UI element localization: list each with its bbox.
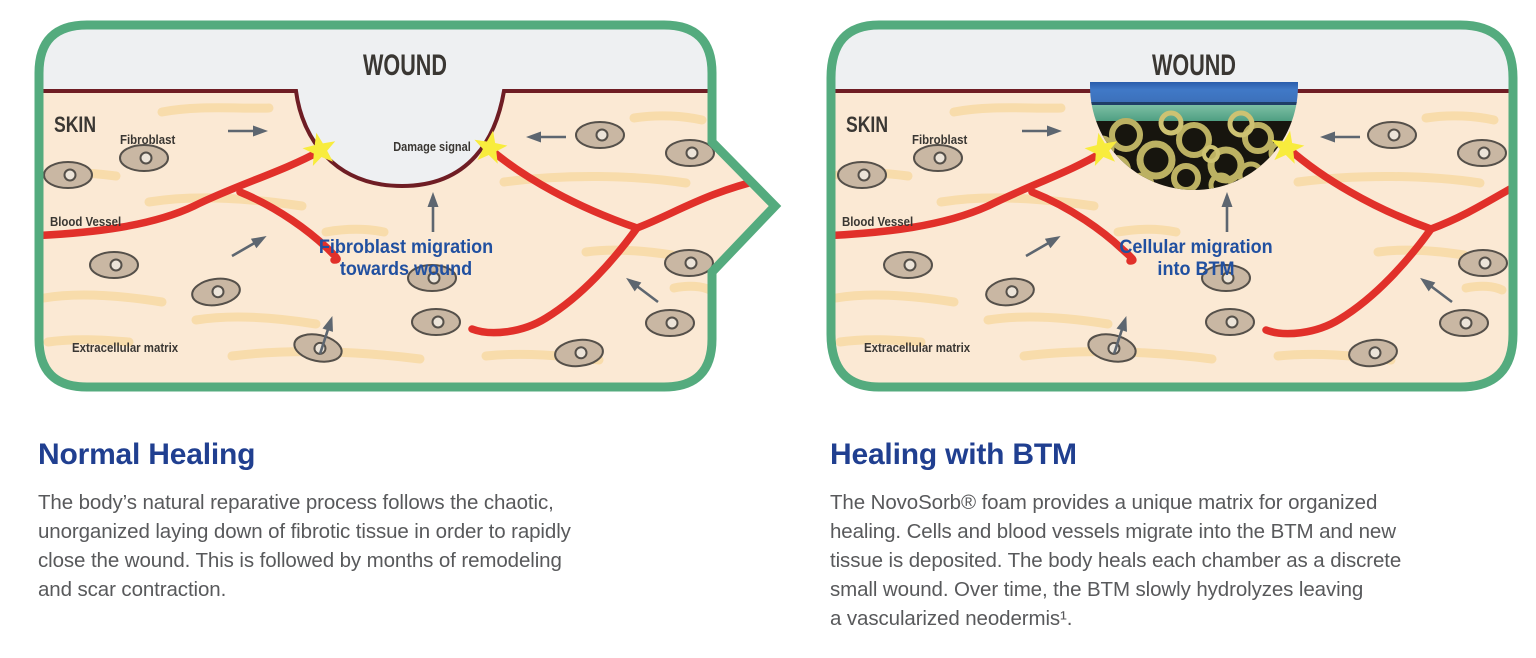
normal-healing-section: Normal Healing The body’s natural repara… [38, 438, 698, 604]
migration-annotation-line1: Cellular migration [1119, 236, 1272, 258]
btm-sealing-membrane [1090, 82, 1298, 104]
fibroblast-label: Fibroblast [120, 132, 175, 147]
panel-border [826, 20, 1518, 392]
normal-healing-body: The body’s natural reparative process fo… [38, 490, 571, 601]
migration-annotation-line2: towards wound [340, 258, 472, 280]
skin-cross-section [831, 25, 1513, 387]
skin-label: SKIN [54, 113, 96, 137]
blood-vessel-label: Blood Vessel [50, 214, 121, 229]
healing-with-btm-diagram: WOUND SKIN Fibroblast Blood Vessel Extra… [826, 20, 1518, 392]
healing-with-btm-section: Healing with BTM The NovoSorb® foam prov… [830, 438, 1510, 633]
skin-label: SKIN [846, 113, 888, 137]
damage-signal-label: Damage signal [393, 140, 471, 154]
matrix-fibers [831, 103, 1507, 365]
normal-healing-heading: Normal Healing [38, 438, 256, 471]
btm-bonding-layer [1090, 105, 1298, 121]
extracellular-matrix-label: Extracellular matrix [72, 340, 178, 355]
healing-with-btm-heading: Healing with BTM [830, 438, 1077, 471]
blood-vessels [831, 145, 1513, 338]
wound-band [831, 25, 1513, 91]
skin-cross-section [39, 25, 775, 387]
migration-annotation-line1: Fibroblast migration [319, 236, 493, 258]
wound-title: WOUND [1152, 47, 1236, 81]
blood-vessel-label: Blood Vessel [842, 214, 913, 229]
healing-with-btm-body: The NovoSorb® foam provides a unique mat… [830, 490, 1402, 630]
wound-title: WOUND [363, 47, 447, 81]
migration-annotation-line2: into BTM [1157, 258, 1234, 280]
panel-border-with-pointer [34, 20, 782, 392]
wound-band [39, 25, 775, 91]
skin-surface-line [39, 89, 712, 189]
btm-foam-texture [1090, 110, 1294, 190]
wound-crater [296, 91, 504, 186]
normal-healing-diagram: WOUND SKIN Fibroblast Damage signal Bloo… [34, 20, 782, 392]
extracellular-matrix-label: Extracellular matrix [864, 340, 970, 355]
fibroblast-label: Fibroblast [912, 132, 967, 147]
